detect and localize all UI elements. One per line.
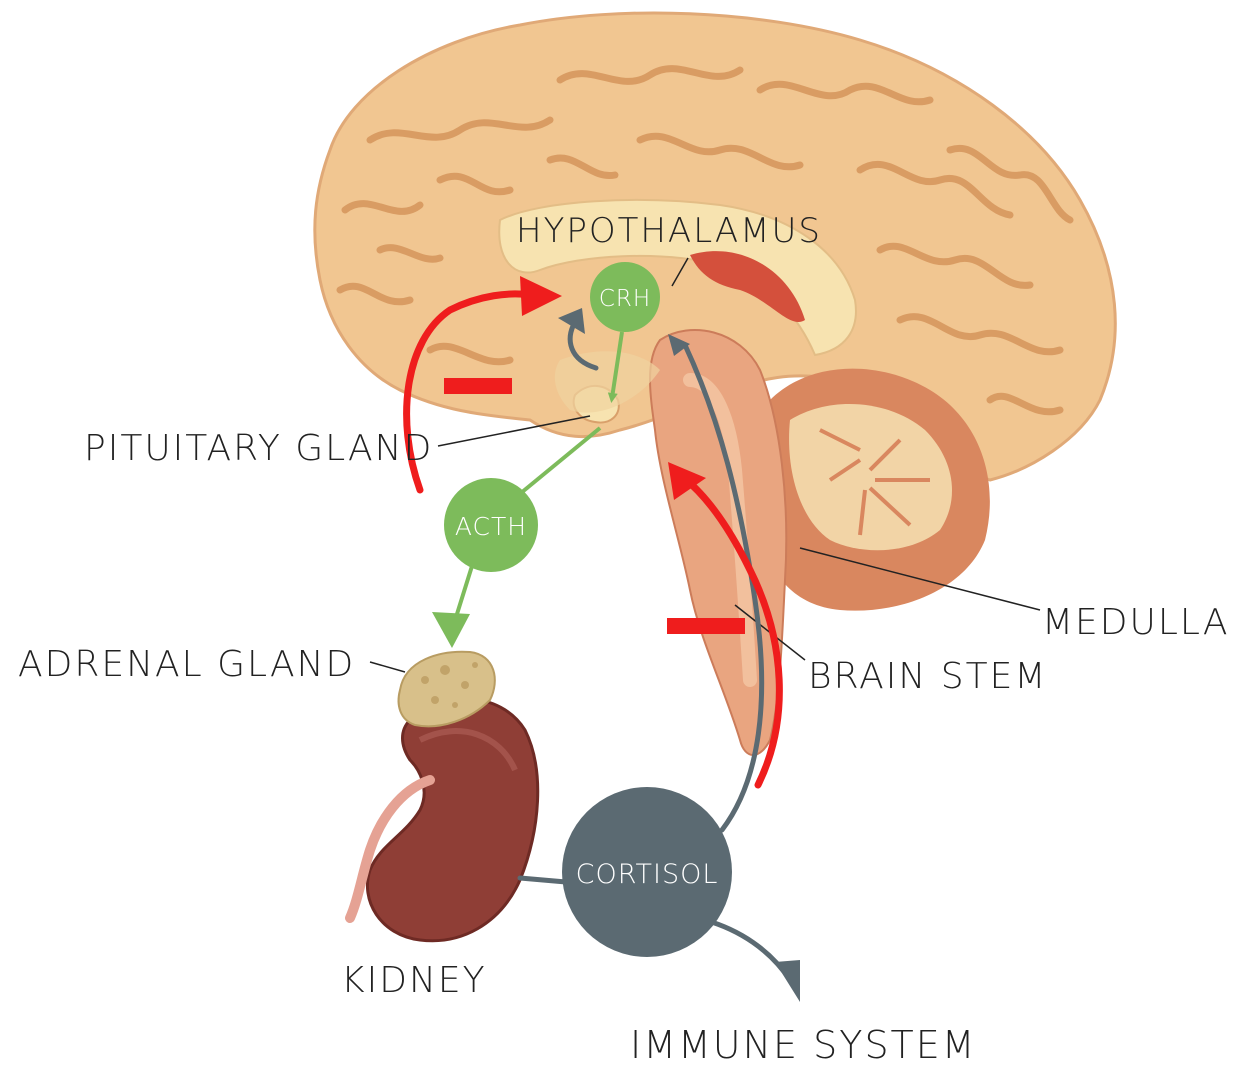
pituitary-minus-sign	[444, 378, 512, 394]
medulla-label: MEDULLA	[1042, 602, 1229, 643]
kidney-label: KIDNEY	[341, 960, 487, 1001]
brain-illustration	[315, 13, 1115, 755]
adrenal-gland-label: ADRENAL GLAND	[18, 644, 355, 685]
crh-node: CRH	[590, 262, 660, 332]
acth-label: ACTH	[455, 512, 527, 541]
acth-arrowhead	[432, 612, 470, 648]
immune-arrowhead	[775, 960, 800, 1002]
kidney-to-cortisol-line	[520, 878, 566, 882]
leader-adrenal	[370, 662, 405, 672]
brain-stem-minus-sign	[667, 618, 745, 634]
pituitary-gland-label: PITUITARY GLAND	[84, 428, 433, 469]
hypothalamus-label: HYPOTHALAMUS	[516, 211, 822, 251]
kidney-illustration	[350, 652, 538, 941]
acth-node: ACTH	[444, 478, 538, 572]
immune-system-label: IMMUNE SYSTEM	[630, 1023, 977, 1065]
cortisol-node: CORTISOL	[562, 787, 732, 957]
pituitary-to-acth-line	[510, 428, 600, 502]
cortisol-to-immune-line	[705, 920, 790, 980]
crh-label: CRH	[599, 286, 651, 312]
brain-stem-label: BRAIN STEM	[808, 656, 1047, 697]
cortisol-label: CORTISOL	[576, 859, 719, 890]
kidney-shape	[367, 699, 537, 941]
